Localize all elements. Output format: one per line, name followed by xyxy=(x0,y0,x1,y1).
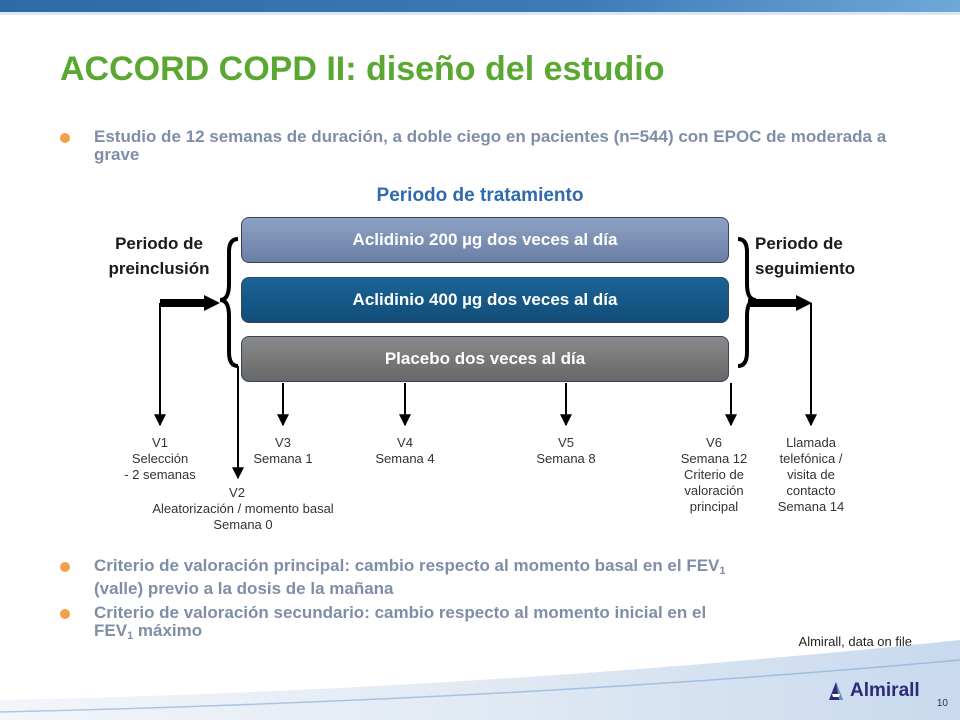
arm-placebo: Placebo dos veces al día xyxy=(241,336,729,382)
v6-name: V6 xyxy=(706,435,722,450)
secondary-endpoint-text-cont: máximo xyxy=(133,621,203,640)
source-note: Almirall, data on file xyxy=(798,634,912,649)
bullet-text: Estudio de 12 semanas de duración, a dob… xyxy=(94,127,887,164)
call-line3: visita de xyxy=(787,467,835,482)
visit-v3-label: V3 Semana 1 xyxy=(233,435,333,467)
visit-call-label: Llamada telefónica / visita de contacto … xyxy=(761,435,861,515)
bullet-primary-endpoint: Criterio de valoración principal: cambio… xyxy=(60,557,924,598)
almirall-logo-icon xyxy=(829,682,843,700)
v4-time: Semana 4 xyxy=(375,451,435,466)
bullet-dot xyxy=(60,562,70,572)
primary-endpoint-text: Criterio de valoración principal: cambio… xyxy=(94,556,720,575)
almirall-logo-text: Almirall xyxy=(850,680,920,701)
subscript: 1 xyxy=(719,565,726,577)
page-title: ACCORD COPD II: diseño del estudio xyxy=(60,50,665,88)
v6-time: Semana 12 xyxy=(680,451,748,466)
follow-up-period-label: Periodo de seguimiento xyxy=(755,231,885,281)
primary-endpoint-text-cont: (valle) previo a la dosis de la mañana xyxy=(94,579,394,598)
bullet-secondary-endpoint: Criterio de valoración secundario: cambi… xyxy=(60,604,924,645)
call-time: Semana 14 xyxy=(777,499,845,514)
v6-desc3: principal xyxy=(689,499,739,514)
bullet-text: Criterio de valoración secundario: cambi… xyxy=(94,604,924,645)
subscript: 1 xyxy=(127,630,134,642)
v2-time: Semana 0 xyxy=(213,517,273,532)
run-in-line2: preinclusión xyxy=(108,259,210,278)
visit-v1-label: V1 Selección - 2 semanas xyxy=(100,435,220,483)
v2-desc: Aleatorización / momento basal xyxy=(152,501,334,516)
run-in-line1: Periodo de xyxy=(115,234,203,253)
call-line2: telefónica / xyxy=(779,451,843,466)
call-line1: Llamada xyxy=(786,435,836,450)
left-brace xyxy=(219,237,239,368)
visit-v2-label: V2 Aleatorización / momento basal Semana… xyxy=(123,485,363,533)
bullet-dot xyxy=(60,133,70,143)
follow-up-line1: Periodo de xyxy=(755,234,843,253)
visit-v4-label: V4 Semana 4 xyxy=(355,435,455,467)
page-number: 10 xyxy=(936,698,948,709)
visit-v5-label: V5 Semana 8 xyxy=(516,435,616,467)
secondary-endpoint-text: Criterio de valoración secundario: cambi… xyxy=(94,603,707,622)
v3-time: Semana 1 xyxy=(253,451,313,466)
follow-up-line2: seguimiento xyxy=(755,259,856,278)
secondary-endpoint-fev: FEV xyxy=(94,621,128,640)
v5-time: Semana 8 xyxy=(536,451,596,466)
v4-name: V4 xyxy=(397,435,413,450)
arm-aclidinio-400: Aclidinio 400 µg dos veces al día xyxy=(241,277,729,323)
bullet-dot xyxy=(60,609,70,619)
v1-time: - 2 semanas xyxy=(124,467,196,482)
v5-name: V5 xyxy=(558,435,574,450)
v1-desc: Selección xyxy=(131,451,189,466)
header-band xyxy=(0,0,960,15)
call-line4: contacto xyxy=(786,483,836,498)
treatment-period-title: Periodo de tratamiento xyxy=(376,185,584,206)
v6-desc1: Criterio de xyxy=(684,467,744,482)
bullet-text: Criterio de valoración principal: cambio… xyxy=(94,557,924,598)
bullet-study-duration: Estudio de 12 semanas de duración, a dob… xyxy=(60,128,894,164)
v6-desc2: valoración xyxy=(684,483,744,498)
v1-name: V1 xyxy=(152,435,168,450)
v3-name: V3 xyxy=(275,435,291,450)
run-in-period-label: Periodo de preinclusión xyxy=(84,231,234,281)
almirall-logo: Almirall xyxy=(826,680,920,702)
v2-name: V2 xyxy=(229,485,245,500)
arm-aclidinio-200: Aclidinio 200 µg dos veces al día xyxy=(241,217,729,263)
visit-v6-label: V6 Semana 12 Criterio de valoración prin… xyxy=(664,435,764,515)
